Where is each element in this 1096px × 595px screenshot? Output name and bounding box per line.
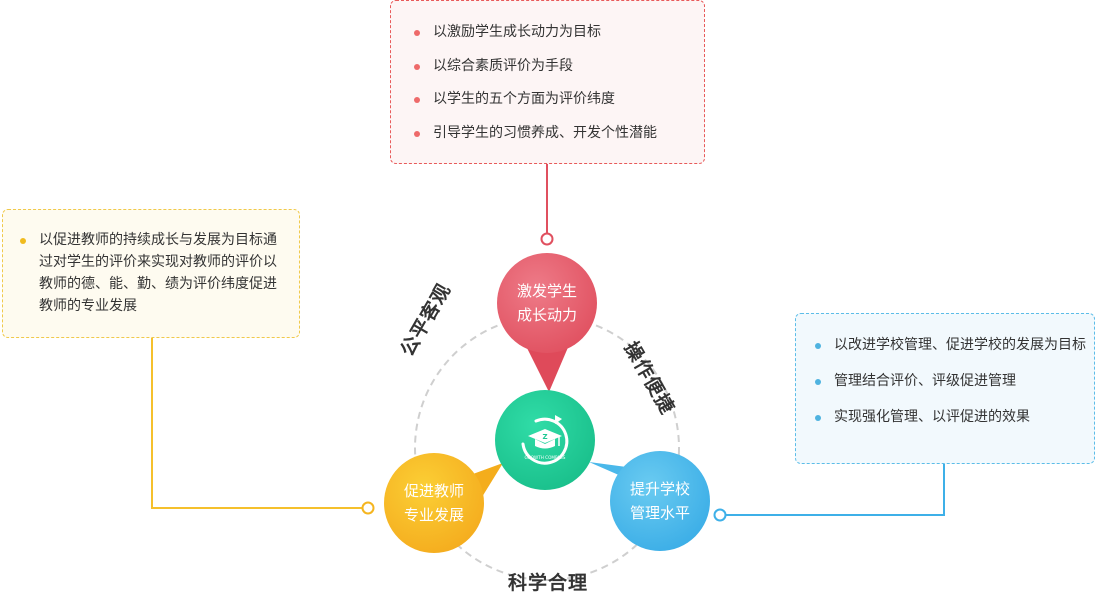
- list-item: 以促进教师的持续成长与发展为目标通过对学生的评价来实现对教师的评价以教师的德、能…: [19, 229, 289, 317]
- bullet-dot-icon: [815, 415, 821, 421]
- ring-label-scientific: 科学合理: [508, 572, 589, 594]
- school-goals-list: 以改进学校管理、促进学校的发展为目标 管理结合评价、评级促进管理 实现强化管理、…: [814, 334, 1086, 442]
- teacher-goals-box: 以促进教师的持续成长与发展为目标通过对学生的评价来实现对教师的评价以教师的德、能…: [2, 209, 300, 338]
- bullet-dot-icon: [414, 130, 420, 137]
- blue-connector-line: [726, 464, 945, 516]
- bullet-dot-icon: [414, 63, 420, 70]
- student-growth-circle: 激发学生 成长动力: [497, 253, 597, 353]
- red-connector-node: [540, 232, 554, 246]
- yellow-connector-node: [361, 501, 375, 515]
- student-goals-list: 以激励学生成长动力为目标 以综合素质评价为手段 以学生的五个方面为评价纬度 引导…: [413, 21, 657, 155]
- list-item: 管理结合评价、评级促进管理: [814, 370, 1086, 392]
- list-item: 引导学生的习惯养成、开发个性潜能: [413, 122, 657, 144]
- bullet-dot-icon: [414, 30, 420, 36]
- student-goals-box: 以激励学生成长动力为目标 以综合素质评价为手段 以学生的五个方面为评价纬度 引导…: [390, 0, 705, 164]
- school-management-circle: 提升学校 管理水平: [610, 451, 710, 551]
- student-growth-label: 激发学生 成长动力: [516, 282, 577, 324]
- list-item: 以学生的五个方面为评价纬度: [413, 88, 657, 110]
- teacher-goals-list: 以促进教师的持续成长与发展为目标通过对学生的评价来实现对教师的评价以教师的德、能…: [19, 229, 289, 317]
- school-goals-box: 以改进学校管理、促进学校的发展为目标 管理结合评价、评级促进管理 实现强化管理、…: [795, 313, 1095, 464]
- dashed-ring: [414, 315, 680, 581]
- svg-text:Z: Z: [542, 433, 547, 441]
- bullet-dot-icon: [815, 379, 821, 385]
- teacher-development-label: 促进教师 专业发展: [403, 482, 464, 524]
- bullet-dot-icon: [414, 97, 420, 103]
- school-management-label: 提升学校 管理水平: [629, 480, 690, 522]
- list-item: 以改进学校管理、促进学校的发展为目标: [814, 334, 1086, 356]
- svg-text:GROWTH COMPASS: GROWTH COMPASS: [525, 455, 566, 460]
- list-item: 实现强化管理、以评促进的效果: [814, 406, 1086, 428]
- center-logo-circle: Z GROWTH COMPASS: [495, 390, 595, 490]
- bullet-dot-icon: [815, 343, 821, 349]
- list-item: 以综合素质评价为手段: [413, 55, 657, 77]
- blue-connector-node: [713, 508, 727, 522]
- yellow-connector-line: [151, 338, 362, 509]
- teacher-development-circle: 促进教师 专业发展: [384, 453, 484, 553]
- bullet-dot-icon: [20, 238, 26, 244]
- graduation-cap-logo-icon: Z GROWTH COMPASS: [521, 415, 569, 465]
- list-item: 以激励学生成长动力为目标: [413, 21, 657, 43]
